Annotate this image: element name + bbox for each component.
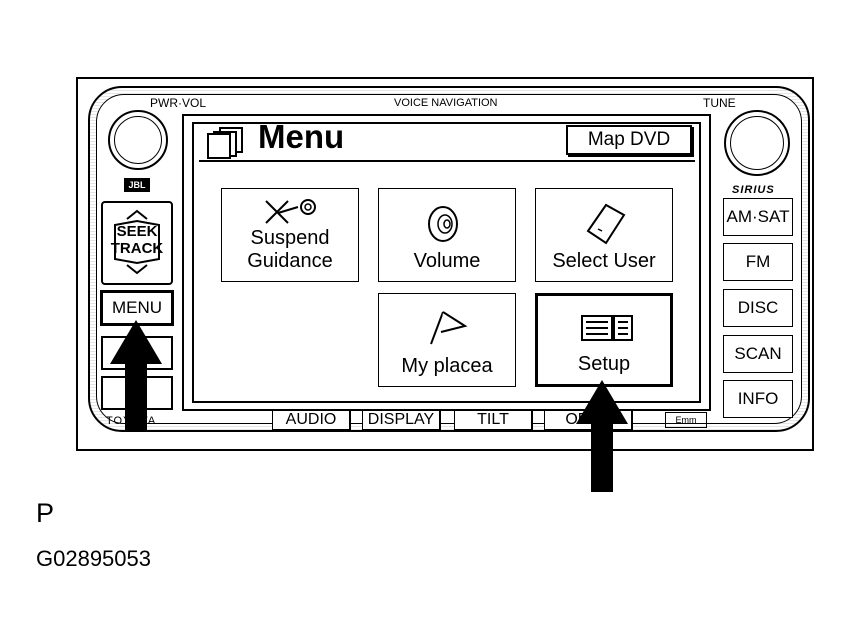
- volume-button[interactable]: Volume: [378, 188, 516, 282]
- arrow-head: [110, 320, 162, 364]
- menu-icon: [207, 127, 243, 159]
- arrow-shaft: [125, 364, 147, 432]
- display-button[interactable]: DISPLAY: [362, 410, 440, 430]
- seek-track-button[interactable]: SEEK TRACK: [101, 201, 173, 285]
- tilt-button[interactable]: TILT: [454, 410, 532, 430]
- knob-ring: [114, 116, 162, 164]
- seek-track-label: SEEK TRACK: [110, 223, 164, 257]
- card-icon: [586, 203, 626, 245]
- arrow-setup: [576, 380, 628, 492]
- setup-button[interactable]: Setup: [535, 293, 673, 387]
- disc-button[interactable]: DISC: [723, 289, 793, 327]
- suspend-guidance-button[interactable]: Suspend Guidance: [221, 188, 359, 282]
- speaker-icon: [428, 206, 458, 242]
- pwr-vol-label: PWR·VOL: [150, 96, 207, 110]
- flag-icon: [430, 311, 468, 345]
- sirius-logo: SIRIUS: [732, 184, 775, 196]
- tile-label-line2: Guidance: [247, 250, 333, 272]
- map-dvd-button[interactable]: Map DVD: [566, 125, 692, 155]
- arrow-head: [576, 380, 628, 424]
- jbl-logo: JBL: [124, 178, 150, 192]
- arrow-menu: [110, 320, 162, 432]
- info-button[interactable]: INFO: [723, 380, 793, 418]
- fm-button[interactable]: FM: [723, 243, 793, 281]
- tile-label-line1: Suspend: [250, 227, 330, 249]
- title-divider: [199, 160, 695, 162]
- audio-button[interactable]: AUDIO: [272, 410, 350, 430]
- tile-label: Select User: [552, 250, 656, 272]
- tile-label: Setup: [577, 353, 631, 375]
- tile-label: Volume: [413, 250, 481, 272]
- my-places-button[interactable]: My placea: [378, 293, 516, 387]
- page-title: Menu: [258, 118, 345, 155]
- am-sat-button[interactable]: AM·SAT: [723, 198, 793, 236]
- knob-ring: [730, 116, 784, 170]
- tune-knob[interactable]: [724, 110, 790, 176]
- select-user-button[interactable]: Select User: [535, 188, 673, 282]
- tune-label: TUNE: [703, 96, 736, 110]
- small-label: Emm: [665, 412, 707, 428]
- setup-icon: [581, 315, 633, 341]
- suspend-guidance-icon: [265, 199, 316, 224]
- tile-label: My placea: [401, 355, 493, 377]
- figure-id: G02895053: [36, 546, 151, 571]
- caption-letter: P: [36, 498, 55, 528]
- seek-track-icon: [114, 209, 160, 275]
- pwr-vol-knob[interactable]: [108, 110, 168, 170]
- arrow-shaft: [591, 424, 613, 492]
- scan-button[interactable]: SCAN: [723, 335, 793, 373]
- voice-navigation-label: VOICE NAVIGATION: [394, 97, 498, 109]
